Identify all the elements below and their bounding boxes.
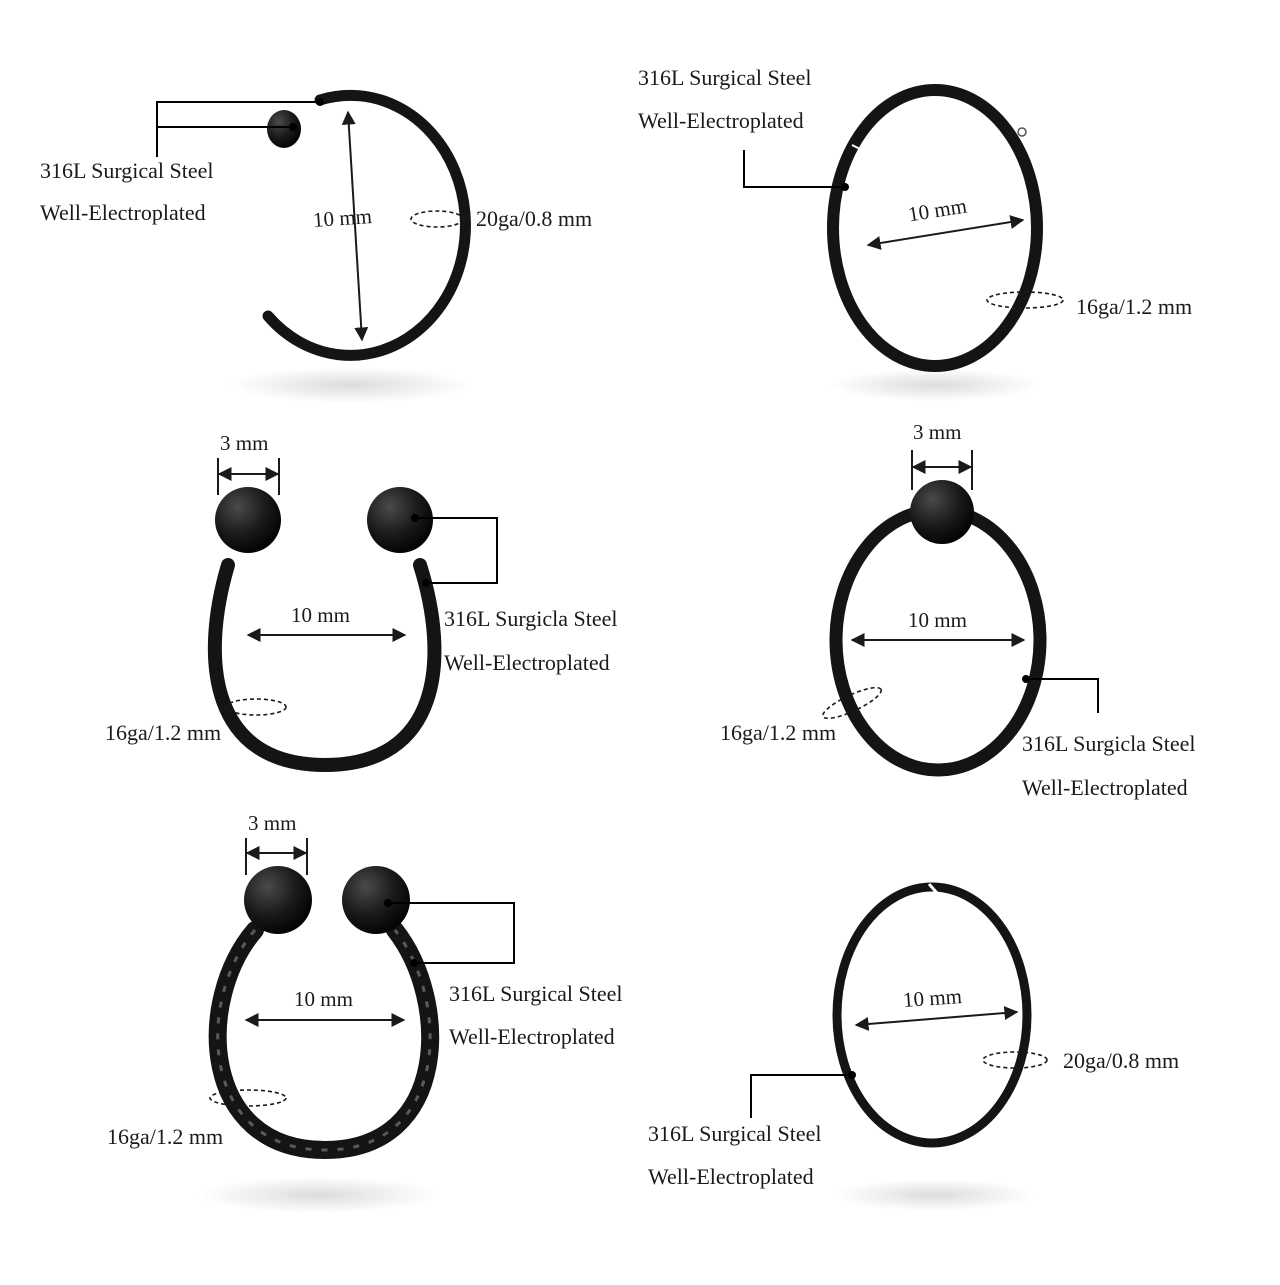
item-5-ball-right [342,866,410,934]
item-6-material-label: 316L Surgical Steel [648,1121,822,1146]
item-2-leader [743,150,845,188]
item-6-gauge-label: 20ga/0.8 mm [1063,1048,1180,1073]
item-6-diameter-label: 10 mm [902,983,963,1013]
item-5-reflection [198,1177,438,1213]
item-1-gauge-label: 20ga/0.8 mm [476,206,593,231]
item-6-ring [832,882,1032,1148]
item-6-gauge-marker [982,1051,1048,1069]
item-3-ball-left [215,487,281,553]
item-3-gauge-label: 16ga/1.2 mm [105,720,222,745]
item-4-diameter-label: 10 mm [908,608,967,632]
item-4-gauge-label: 16ga/1.2 mm [720,720,837,745]
item-4-ball-label: 3 mm [913,420,962,444]
item-6-leader [750,1074,852,1118]
item-4-gauge-marker [822,686,882,720]
item-3-horseshoe [207,458,498,773]
item-4-finish-label: Well-Electroplated [1022,775,1188,800]
item-3-material-label: 316L Surgicla Steel [444,606,618,631]
item-1-leader [156,101,320,157]
item-5-material-label: 316L Surgical Steel [449,981,623,1006]
item-1-open-hoop [156,89,471,403]
item-4-material-label: 316L Surgicla Steel [1022,731,1196,756]
item-3-diameter-label: 10 mm [291,603,350,627]
item-1-material-label: 316L Surgical Steel [40,158,214,183]
item-2-gauge-marker [986,291,1064,309]
item-5-ring [208,921,440,1160]
item-5-leader [388,902,515,964]
item-6-reflection [835,1179,1035,1211]
item-6-finish-label: Well-Electroplated [648,1164,814,1189]
item-2-diameter-arrow [866,215,1025,250]
item-5-diameter-label: 10 mm [294,987,353,1011]
item-3-leader [415,517,498,584]
item-5-twisted-horseshoe [198,838,515,1213]
item-4-captive-bead-ring [822,450,1099,777]
item-5-ball-left [244,866,312,934]
item-1-ring [262,89,471,361]
item-2-finish-label: Well-Electroplated [638,108,804,133]
item-6-diameter-arrow [854,1006,1019,1031]
item-1-finish-label: Well-Electroplated [40,200,206,225]
item-3-finish-label: Well-Electroplated [444,650,610,675]
item-1-stopper [267,110,301,148]
item-5-twist-highlight [216,929,432,1152]
item-2-hinged-ring [743,84,1064,401]
item-3-gauge-marker [225,698,287,716]
item-1-diameter-label: 10 mm [312,203,373,233]
item-2-gauge-label: 16ga/1.2 mm [1076,294,1193,319]
item-3-ball-right [367,487,433,553]
item-5-ball-label: 3 mm [248,811,297,835]
item-5-finish-label: Well-Electroplated [449,1024,615,1049]
item-2-ring [827,84,1043,372]
item-1-gauge-marker [410,210,464,228]
item-4-bead [910,480,974,544]
item-2-material-label: 316L Surgical Steel [638,65,812,90]
item-1-reflection [230,367,470,403]
item-3-ball-label: 3 mm [220,431,269,455]
item-5-gauge-marker [209,1089,287,1107]
item-1-diameter-arrow [341,110,369,342]
item-6-seamless-ring [750,882,1048,1211]
item-3-ring [207,558,442,773]
item-2-reflection [830,369,1040,401]
item-4-leader [1026,678,1099,713]
item-5-gauge-label: 16ga/1.2 mm [107,1124,224,1149]
